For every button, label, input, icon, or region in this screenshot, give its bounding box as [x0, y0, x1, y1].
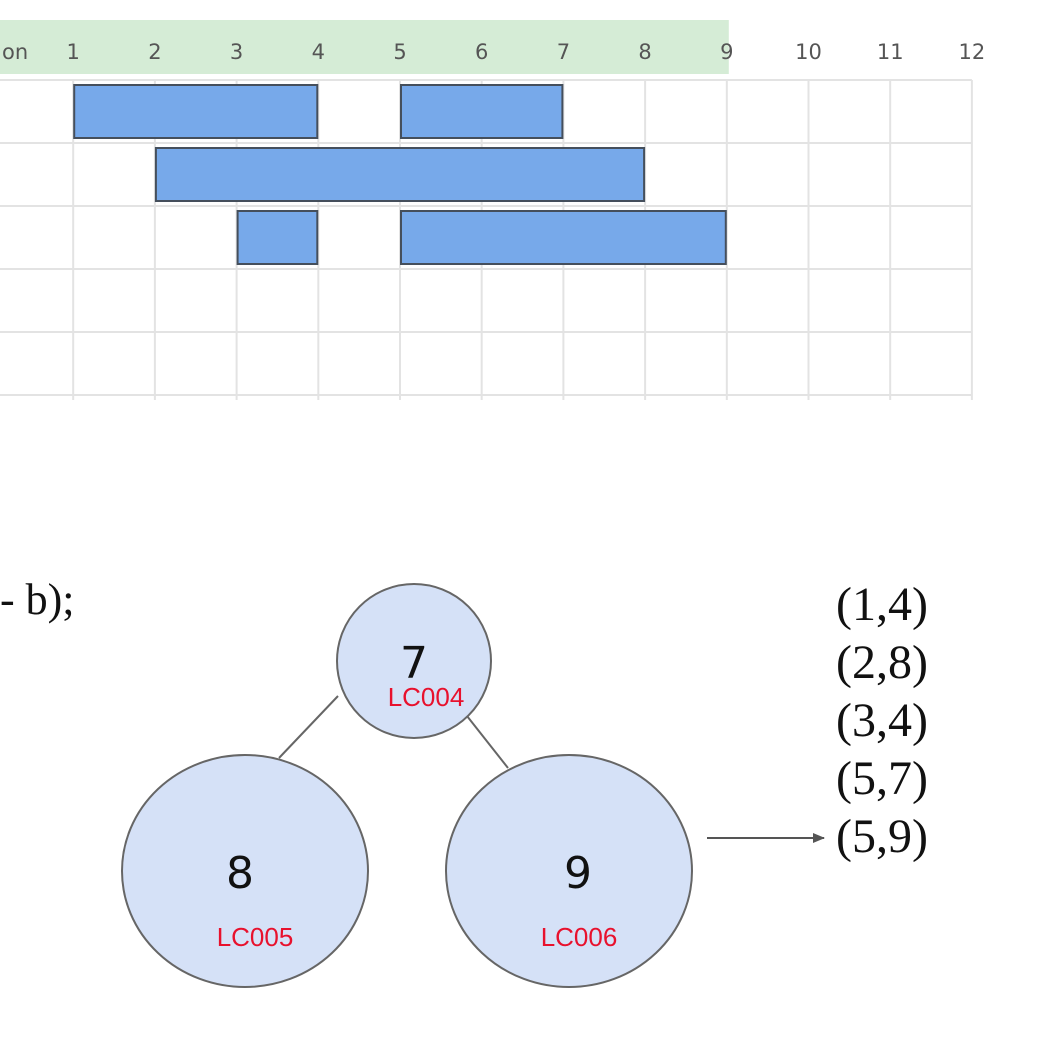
tree-diagram: 7 LC004 8 LC005 9 LC006 [121, 583, 825, 988]
gantt-bar [73, 84, 319, 139]
interval-pair: (1,4) [836, 578, 928, 631]
header-highlight-band [0, 20, 729, 74]
tick-label: 5 [393, 40, 406, 64]
interval-pair: (5,9) [836, 810, 928, 863]
gantt-bar [400, 210, 727, 265]
tree-node-root-circle [336, 583, 492, 739]
tick-label: 10 [795, 40, 822, 64]
tick-label: 8 [638, 40, 651, 64]
interval-pair: (2,8) [836, 636, 928, 689]
interval-pair: (3,4) [836, 694, 928, 747]
tick-label: 4 [312, 40, 325, 64]
tree-node-root: 7 LC004 [336, 583, 492, 739]
header-partial-label: on [2, 40, 28, 64]
tick-label: 1 [67, 40, 80, 64]
tick-label: 3 [230, 40, 243, 64]
tree-node-right-value: 9 [564, 848, 592, 899]
gantt-bars [73, 84, 727, 265]
tick-label: 11 [877, 40, 904, 64]
tree-edge-root-right [466, 715, 509, 769]
code-fragment: - b); [0, 575, 75, 624]
tree-node-right-circle [445, 754, 693, 988]
gantt-bar [400, 84, 564, 139]
tree-node-root-value: 7 [400, 638, 428, 689]
tree-node-left: 8 LC005 [121, 754, 369, 988]
tree-node-root-code: LC004 [388, 682, 465, 712]
gantt-bar [154, 147, 646, 202]
tree-node-left-circle [121, 754, 369, 988]
tree-node-right: 9 LC006 [445, 754, 693, 988]
tick-label: 6 [475, 40, 488, 64]
tree-node-left-code: LC005 [217, 922, 294, 952]
gantt-bar [236, 210, 319, 265]
tick-label: 2 [148, 40, 161, 64]
interval-pair: (5,7) [836, 752, 928, 805]
tree-edge-root-left [278, 695, 339, 759]
tick-label: 9 [720, 40, 733, 64]
tick-label: 7 [557, 40, 570, 64]
tree-node-right-code: LC006 [541, 922, 618, 952]
tick-label: 12 [959, 40, 986, 64]
tree-node-left-value: 8 [226, 848, 254, 899]
interval-pairs-list: (1,4) (2,8) (3,4) (5,7) (5,9) [836, 576, 928, 866]
